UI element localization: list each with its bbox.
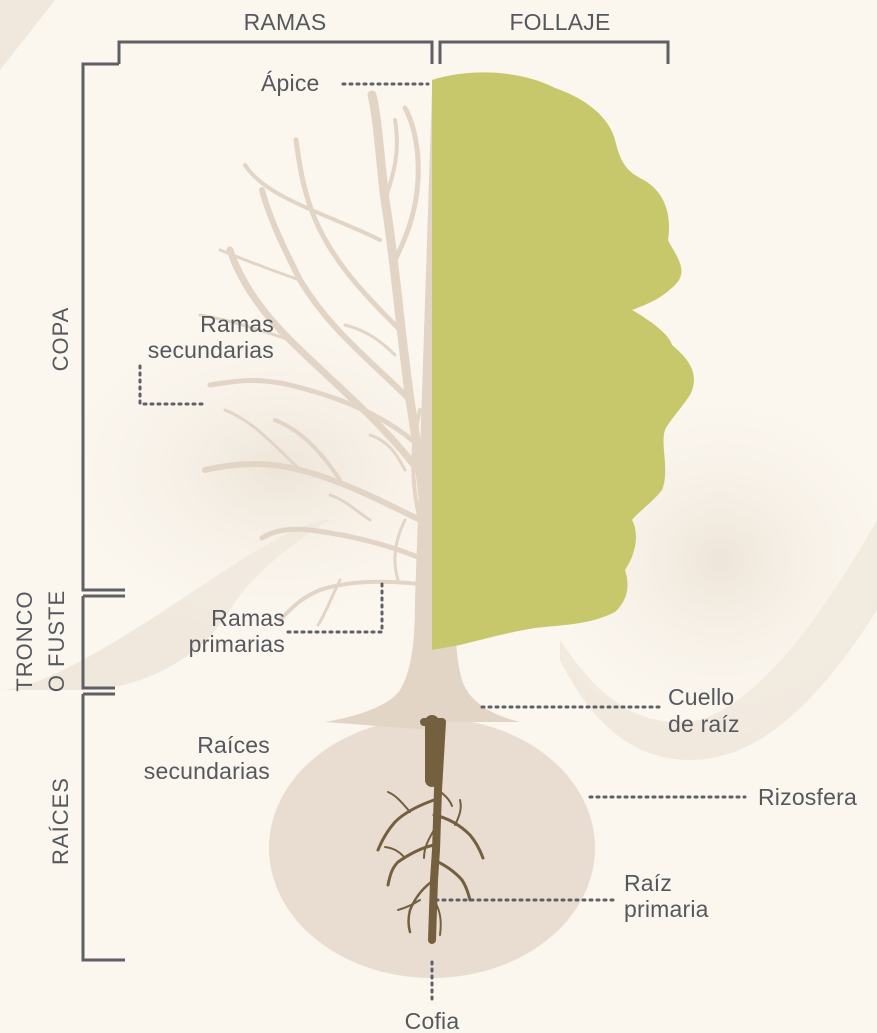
ramas-primarias-label-line1: Ramas: [130, 605, 285, 631]
ramas-heading: RAMAS: [205, 9, 365, 35]
rizosfera-label: Rizosfera: [758, 784, 857, 810]
tronco-section-label: TRONCO: [12, 571, 38, 711]
fuste-section-label: O FUSTE: [44, 571, 70, 711]
ramas-secundarias-label-line2: secundarias: [100, 337, 274, 363]
cuello-label-line1: Cuello: [668, 684, 734, 710]
follaje-bracket: [440, 42, 668, 64]
ramas-secundarias-label-line1: Ramas: [100, 311, 274, 337]
follaje-heading: FOLLAJE: [480, 9, 640, 35]
ramas-primarias-label-line2: primarias: [130, 631, 285, 657]
raices-secundarias-label-line1: Raíces: [100, 732, 270, 758]
cofia-label: Cofia: [372, 1008, 492, 1033]
ramas-bracket: [119, 42, 432, 64]
cuello-label-line2: de raíz: [668, 711, 740, 737]
raiz-primaria-label-line1: Raíz: [624, 870, 672, 896]
apice-label: Ápice: [261, 70, 320, 96]
raices-section-label: RAÍCES: [48, 756, 74, 886]
raices-secundarias-label-line2: secundarias: [100, 758, 270, 784]
raiz-primaria-label-line2: primaria: [624, 896, 709, 922]
copa-section-label: COPA: [48, 274, 74, 404]
